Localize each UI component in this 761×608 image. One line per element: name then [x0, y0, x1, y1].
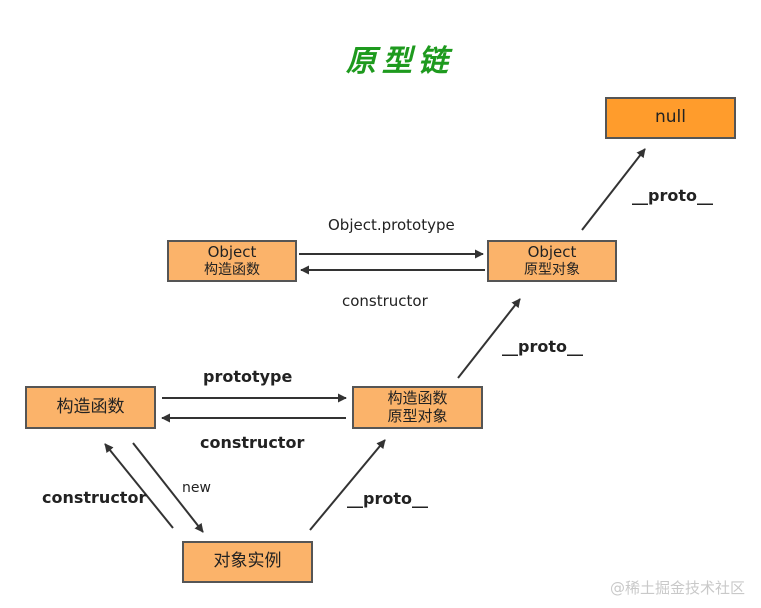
- object-prototype-node: Object 原型对象: [487, 240, 617, 282]
- object-constructor-line2: 构造函数: [204, 261, 260, 278]
- null-node: null: [605, 97, 736, 139]
- arrow-proto-to-object-proto: [457, 298, 521, 379]
- arrow-instance-proto: [309, 439, 386, 531]
- watermark: @稀土掘金技术社区: [609, 579, 745, 597]
- label-new: new: [182, 480, 211, 496]
- label-prototype: prototype: [203, 367, 293, 386]
- prototype-object-node: 构造函数 原型对象: [352, 386, 483, 429]
- label-constructor-left: constructor: [42, 488, 147, 507]
- diagram-title: 原型链: [346, 44, 454, 79]
- null-node-label: null: [655, 107, 686, 128]
- prototype-object-line2: 原型对象: [387, 406, 448, 425]
- label-object-prototype: Object.prototype: [328, 216, 455, 234]
- arrow-object-proto-to-null: [581, 148, 646, 231]
- label-constructor-mid: constructor: [200, 433, 305, 452]
- arrow-constructor-left: [104, 443, 174, 529]
- prototype-object-line1: 构造函数: [387, 389, 448, 408]
- label-proto-to-null: __proto__: [632, 186, 713, 205]
- object-prototype-line1: Object: [527, 243, 577, 262]
- label-proto-to-object: __proto__: [502, 337, 583, 356]
- object-constructor-node: Object 构造函数: [167, 240, 297, 282]
- label-object-constructor: constructor: [342, 292, 428, 310]
- object-constructor-line1: Object: [207, 243, 257, 262]
- label-instance-proto: __proto__: [347, 489, 428, 508]
- object-prototype-line2: 原型对象: [524, 261, 580, 278]
- instance-node: 对象实例: [182, 541, 313, 583]
- constructor-node: 构造函数: [25, 386, 156, 429]
- constructor-node-label: 构造函数: [56, 396, 125, 417]
- instance-node-label: 对象实例: [213, 551, 282, 572]
- arrow-new: [132, 442, 204, 533]
